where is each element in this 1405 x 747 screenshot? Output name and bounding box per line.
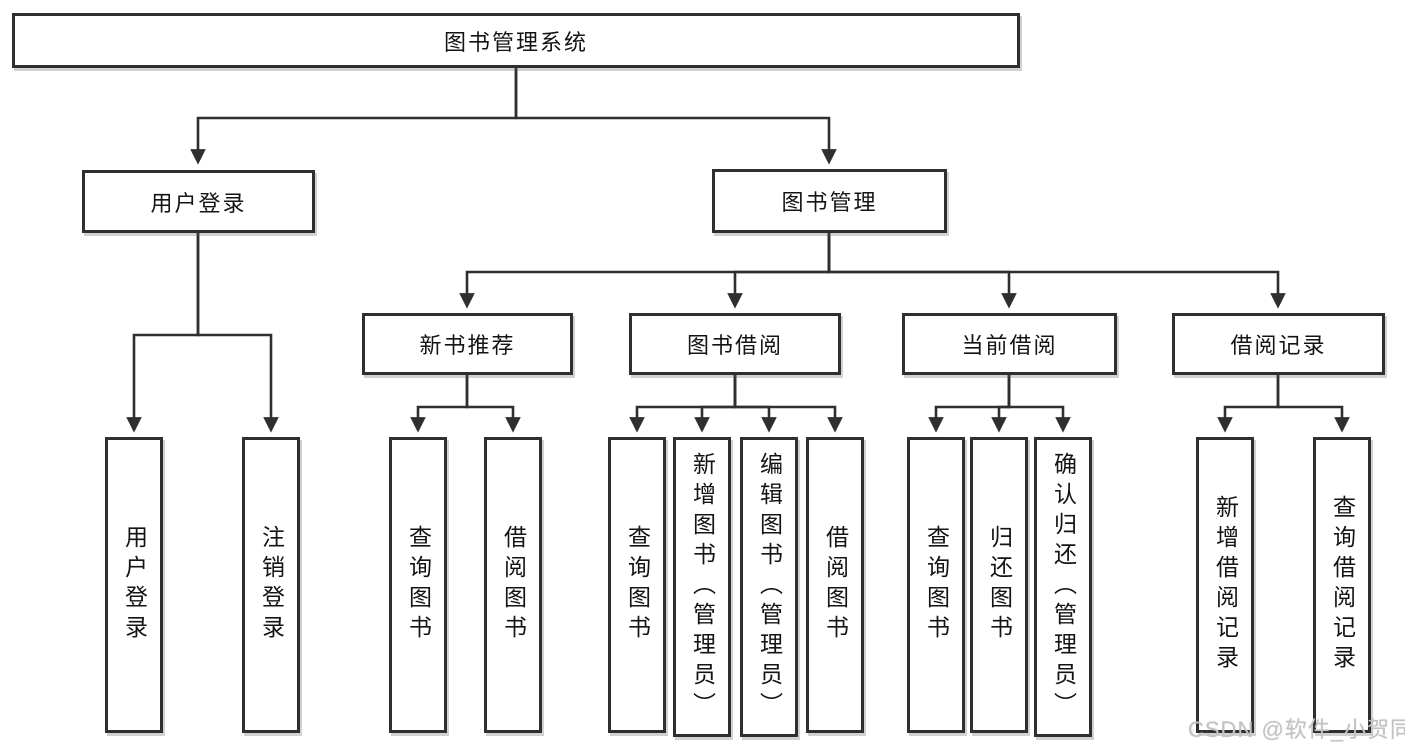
node-book-borrow: 图书借阅 <box>629 313 841 375</box>
connector-bookborrow-edit <box>733 375 777 433</box>
connector-borrowrecord-add <box>1217 375 1280 433</box>
leaf-bb-borrow-label: 借阅图书 <box>822 525 849 645</box>
node-book-mgmt-label: 图书管理 <box>781 190 878 215</box>
node-user-login-label: 用户登录 <box>150 190 247 216</box>
connector-currentborrow-confirm <box>1007 375 1071 433</box>
node-new-book-rec: 新书推荐 <box>362 313 573 375</box>
connector-bookmgmt-newbookrec <box>459 233 831 309</box>
connector-bookmgmt-currentborrow <box>827 233 1017 309</box>
leaf-br-query: 查询借阅记录 <box>1313 437 1371 733</box>
leaf-login-user: 用户登录 <box>105 437 163 733</box>
csdn-watermark: CSDN @软件_小贺同学 <box>1188 717 1405 742</box>
node-user-login: 用户登录 <box>82 170 315 233</box>
node-borrow-record-label: 借阅记录 <box>1230 333 1327 358</box>
leaf-login-logout: 注销登录 <box>242 437 300 733</box>
connector-newbookrec-borrow <box>465 375 521 433</box>
connector-userlogin-login <box>126 233 200 433</box>
connector-bookborrow-borrow <box>733 375 843 433</box>
connector-bookborrow-add <box>694 375 737 433</box>
connector-userlogin-logout <box>196 233 279 433</box>
connector-currentborrow-return <box>991 375 1011 433</box>
leaf-cb-query: 查询图书 <box>907 437 965 733</box>
connector-root-bookmgmt <box>514 68 837 165</box>
connector-newbookrec-query <box>410 375 469 433</box>
leaf-bb-edit: 编辑图书（管理员） <box>740 437 798 737</box>
leaf-br-add-label: 新增借阅记录 <box>1212 495 1239 675</box>
leaf-bb-query: 查询图书 <box>608 437 666 733</box>
leaf-cb-query-label: 查询图书 <box>923 525 950 645</box>
leaf-cb-confirm-label: 确认归还（管理员） <box>1050 452 1077 722</box>
connector-bookborrow-query <box>629 375 737 433</box>
node-book-mgmt: 图书管理 <box>712 169 947 233</box>
leaf-login-user-label: 用户登录 <box>121 525 148 645</box>
node-current-borrow: 当前借阅 <box>902 313 1117 375</box>
leaf-rec-borrow-label: 借阅图书 <box>500 525 527 645</box>
connector-bookmgmt-bookborrow <box>727 233 831 309</box>
leaf-rec-query-label: 查询图书 <box>405 525 432 645</box>
node-new-book-rec-label: 新书推荐 <box>419 333 516 358</box>
node-borrow-record: 借阅记录 <box>1172 313 1385 375</box>
leaf-cb-return-label: 归还图书 <box>986 525 1013 645</box>
leaf-bb-borrow: 借阅图书 <box>806 437 864 733</box>
node-root-label: 图书管理系统 <box>443 29 588 55</box>
leaf-cb-confirm: 确认归还（管理员） <box>1034 437 1092 737</box>
leaf-rec-query: 查询图书 <box>389 437 447 733</box>
connector-bookmgmt-borrowrecord <box>827 233 1286 309</box>
connector-root-userlogin <box>190 68 518 165</box>
leaf-cb-return: 归还图书 <box>970 437 1028 733</box>
leaf-bb-add: 新增图书（管理员） <box>673 437 731 737</box>
leaf-bb-query-label: 查询图书 <box>624 525 651 645</box>
leaf-br-query-label: 查询借阅记录 <box>1329 495 1356 675</box>
leaf-rec-borrow: 借阅图书 <box>484 437 542 733</box>
leaf-login-logout-label: 注销登录 <box>258 525 285 645</box>
connector-borrowrecord-query <box>1276 375 1350 433</box>
node-current-borrow-label: 当前借阅 <box>961 333 1058 358</box>
node-root: 图书管理系统 <box>12 13 1020 68</box>
node-book-borrow-label: 图书借阅 <box>686 333 783 358</box>
leaf-bb-edit-label: 编辑图书（管理员） <box>756 452 783 722</box>
leaf-br-add: 新增借阅记录 <box>1196 437 1254 733</box>
leaf-bb-add-label: 新增图书（管理员） <box>689 452 716 722</box>
